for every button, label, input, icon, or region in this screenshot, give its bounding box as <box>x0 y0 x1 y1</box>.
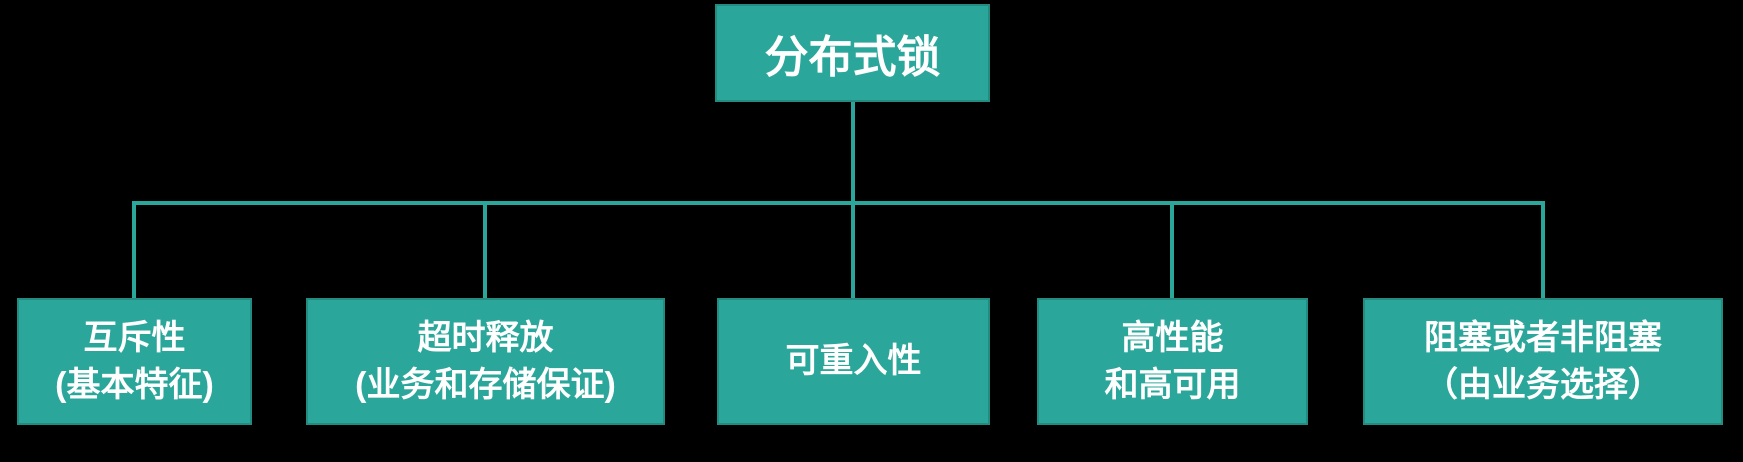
node-timeout-release: 超时释放 (业务和存储保证) <box>306 298 665 425</box>
node-reentrancy-line1: 可重入性 <box>785 342 922 380</box>
connector-drop-blocking <box>1541 203 1545 298</box>
node-blocking-or-nonblocking: 阻塞或者非阻塞 （由业务选择） <box>1363 298 1723 425</box>
node-timeout-release-line2: (业务和存储保证) <box>355 365 616 404</box>
node-mutex: 互斥性 (基本特征) <box>17 298 252 425</box>
node-high-performance-line1: 高性能 <box>1121 318 1224 357</box>
node-reentrancy: 可重入性 <box>717 298 990 425</box>
node-timeout-release-line1: 超时释放 <box>417 318 554 357</box>
connector-horizontal-bus <box>132 201 1545 205</box>
node-blocking-line2: （由业务选择） <box>1424 365 1662 404</box>
connector-drop-timeout-release <box>483 203 487 298</box>
connector-root-stem <box>851 102 855 298</box>
node-mutex-line2: (基本特征) <box>55 365 214 404</box>
node-high-performance-line2: 和高可用 <box>1104 365 1241 404</box>
connector-drop-mutex <box>132 203 136 298</box>
node-blocking-line1: 阻塞或者非阻塞 <box>1424 318 1662 357</box>
node-mutex-line1: 互斥性 <box>83 318 186 357</box>
connector-drop-high-performance <box>1170 203 1174 298</box>
node-root-label: 分布式锁 <box>764 33 941 82</box>
node-root-distributed-lock: 分布式锁 <box>715 4 990 102</box>
node-high-performance-availability: 高性能 和高可用 <box>1037 298 1308 425</box>
